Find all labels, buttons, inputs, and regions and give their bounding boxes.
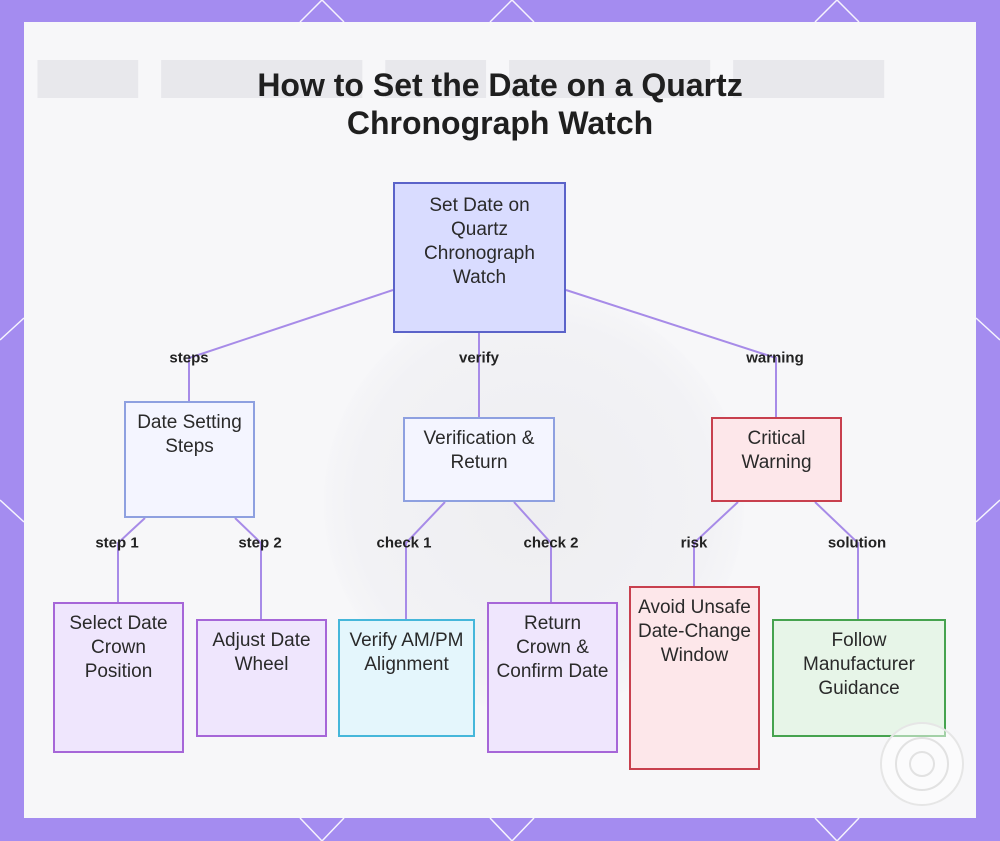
edge-verify-ampm xyxy=(405,501,446,619)
node-follow-guidance: Follow Manufacturer Guidance xyxy=(772,619,946,737)
edge-root-steps xyxy=(188,289,394,401)
edge-warning-avoid xyxy=(693,501,739,586)
background-photo-text: ▀▀ ▀▀▀▀ ▀▀ ▀▀▀▀ ▀▀▀ xyxy=(38,62,885,136)
node-root: Set Date on Quartz Chronograph Watch xyxy=(393,182,566,333)
edge-root-warning xyxy=(565,289,777,417)
edge-label-risk: risk xyxy=(680,534,708,552)
edge-label-check2: check 2 xyxy=(523,534,579,552)
edge-label-check1: check 1 xyxy=(376,534,432,552)
edge-label-step2: step 2 xyxy=(238,534,282,552)
node-select-crown: Select Date Crown Position xyxy=(53,602,184,753)
node-return-crown: Return Crown & Confirm Date xyxy=(487,602,618,753)
edge-warning-follow xyxy=(814,501,859,619)
diagram-title: How to Set the Date on a Quartz Chronogr… xyxy=(257,67,743,141)
node-verification-return: Verification & Return xyxy=(403,417,555,502)
edge-steps-adjust xyxy=(234,517,262,619)
node-avoid-window: Avoid Unsafe Date-Change Window xyxy=(629,586,760,770)
edge-verify-return xyxy=(513,501,552,602)
node-date-setting-steps: Date Setting Steps xyxy=(124,401,255,518)
edge-label-solution: solution xyxy=(827,534,887,552)
node-adjust-wheel: Adjust Date Wheel xyxy=(196,619,327,737)
edge-label-warning: warning xyxy=(746,349,804,367)
node-critical-warning: Critical Warning xyxy=(711,417,842,502)
node-verify-ampm: Verify AM/PM Alignment xyxy=(338,619,475,737)
edge-label-steps: steps xyxy=(169,349,209,367)
watermark-badge-icon xyxy=(880,722,964,806)
edge-steps-select xyxy=(117,517,146,602)
edge-label-verify: verify xyxy=(458,349,500,367)
edge-label-step1: step 1 xyxy=(95,534,139,552)
